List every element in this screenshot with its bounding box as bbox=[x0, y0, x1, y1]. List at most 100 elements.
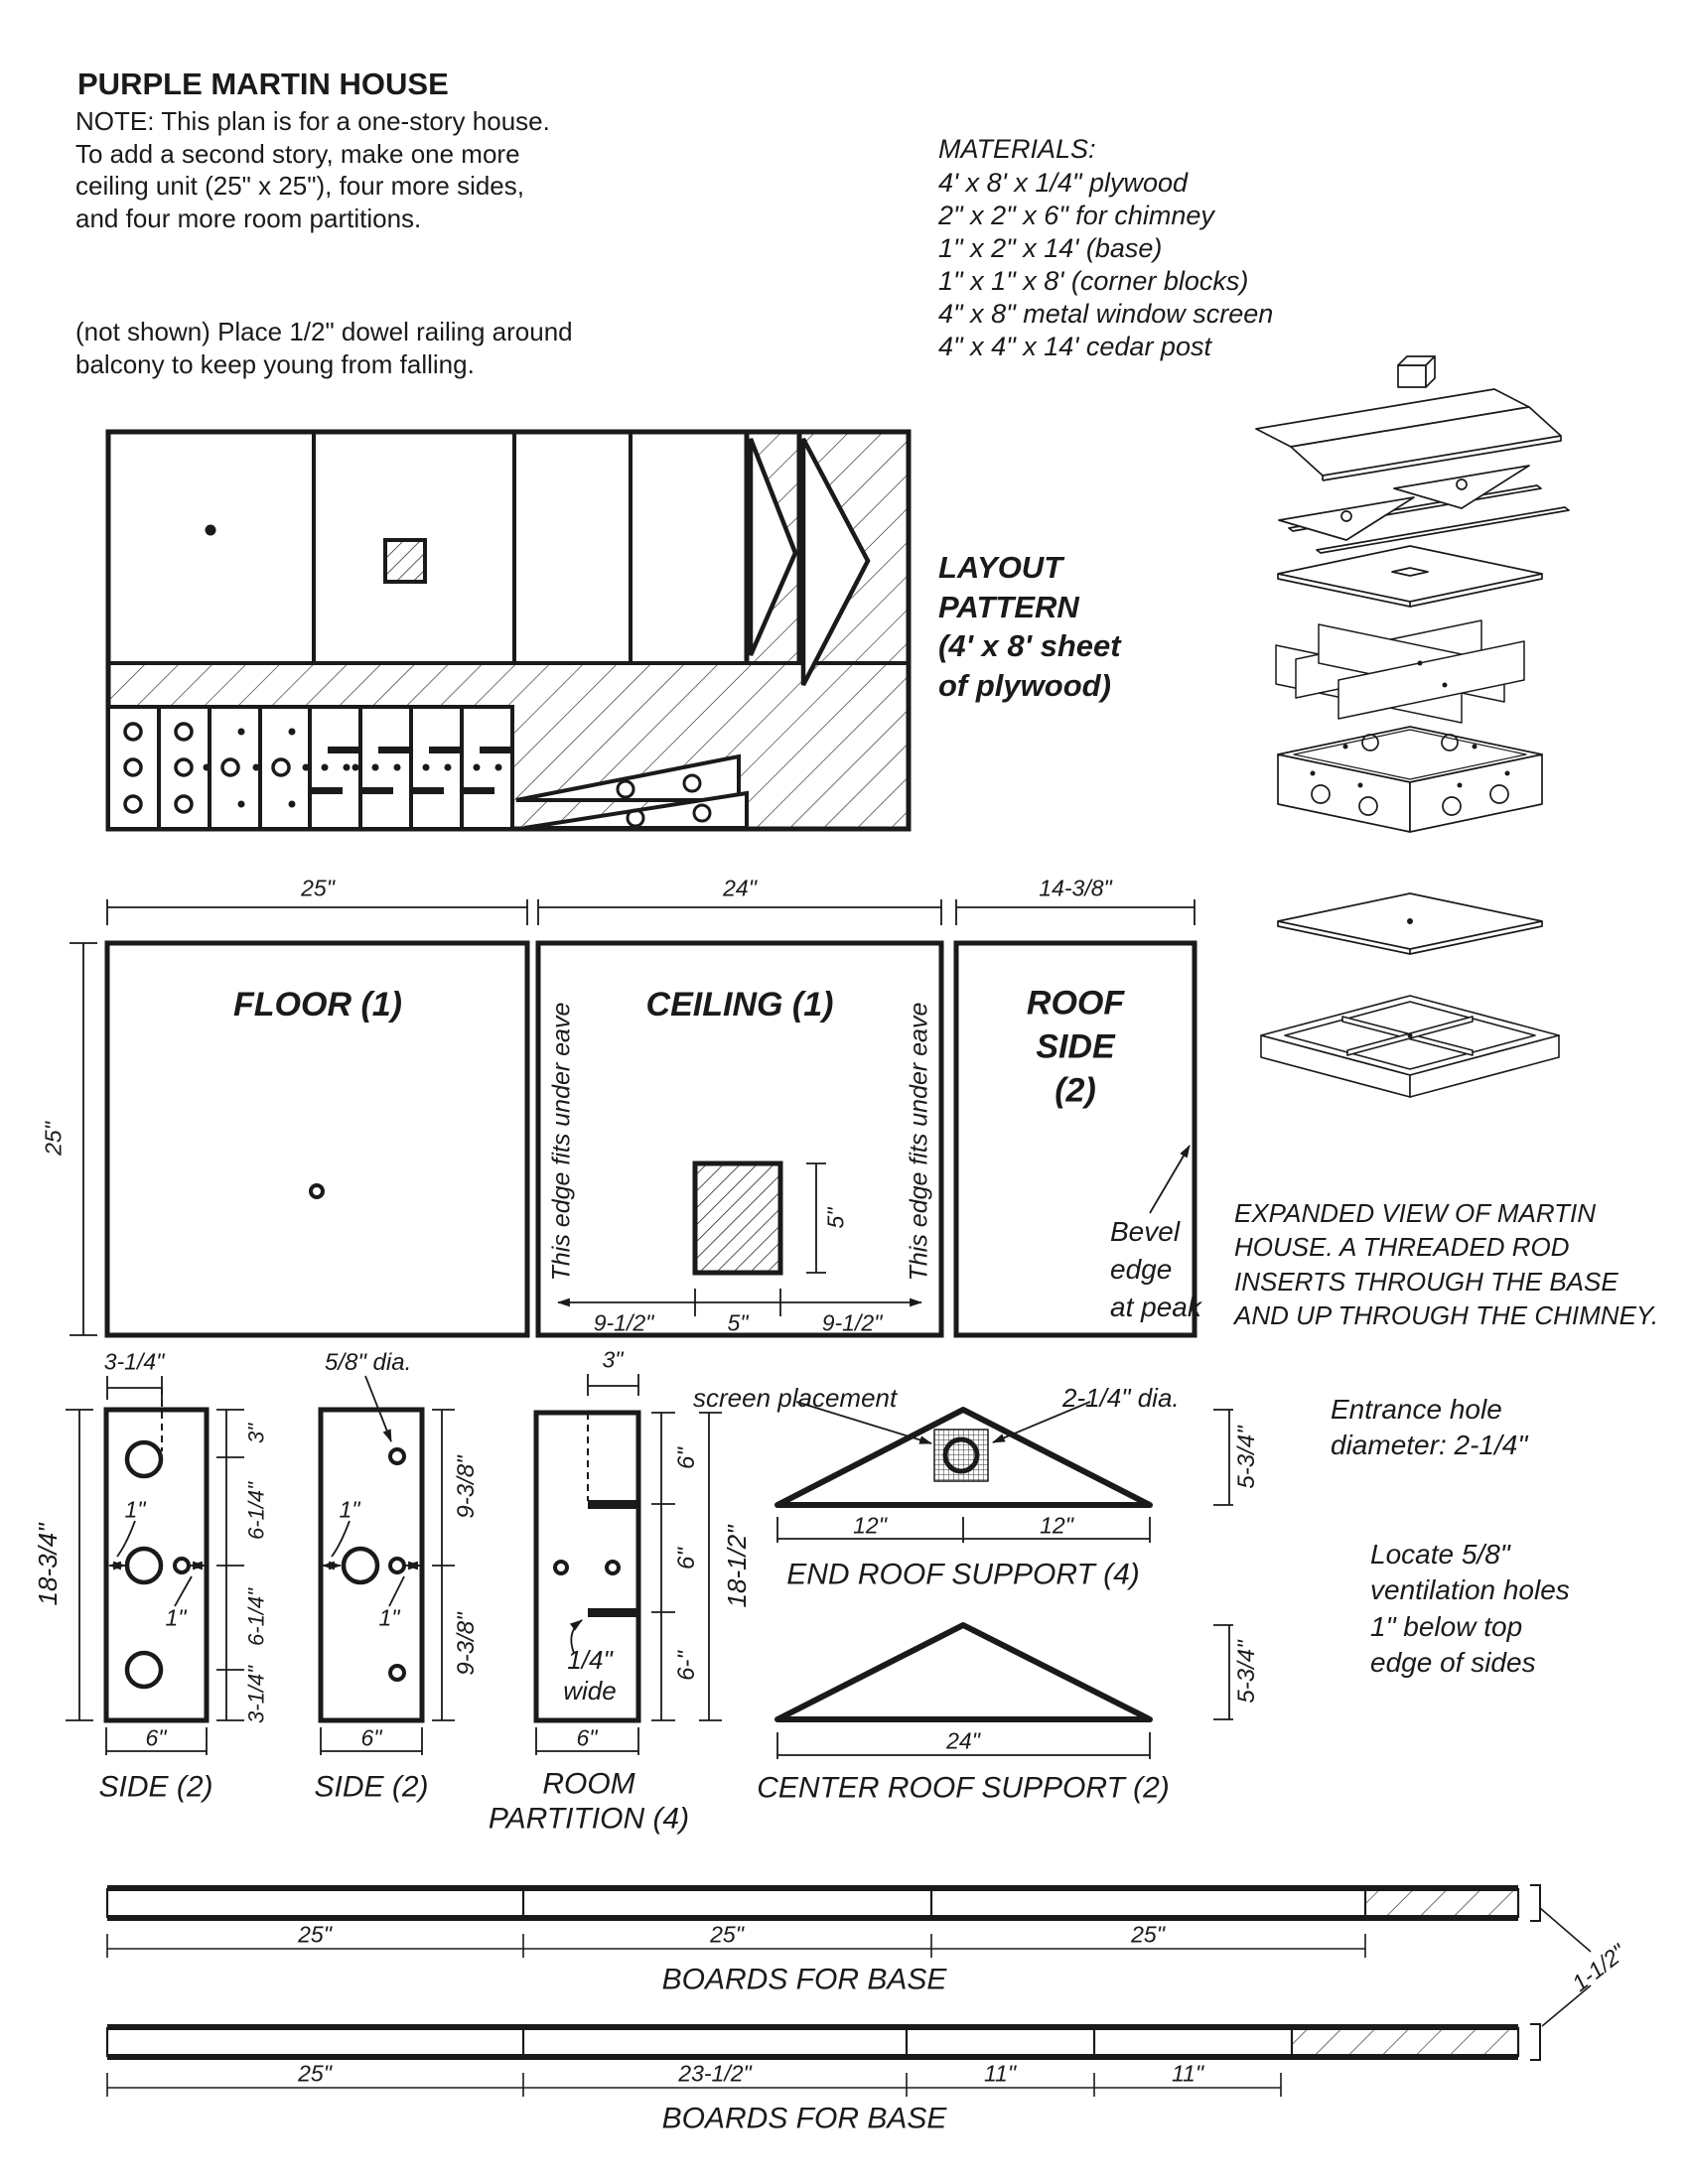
chimney-cutout bbox=[383, 538, 427, 584]
page-title: PURPLE MARTIN HOUSE bbox=[77, 67, 449, 101]
materials-item: 4' x 8' x 1/4" plywood bbox=[938, 168, 1189, 198]
partition-slot bbox=[588, 1608, 638, 1617]
side-b-hole-dim: 1" bbox=[339, 1496, 360, 1523]
side-a-seg-dim: 3-1/4" bbox=[243, 1666, 269, 1723]
center-support-label: CENTER ROOF SUPPORT (2) bbox=[757, 1771, 1170, 1805]
ceiling-edge-note-left: This edge fits under eave bbox=[547, 1002, 576, 1282]
partition-cross bbox=[1275, 619, 1525, 724]
side-a-label: SIDE (2) bbox=[98, 1770, 213, 1804]
side-b-dia-note: 5/8" dia. bbox=[325, 1349, 412, 1376]
sides-box bbox=[1277, 726, 1543, 833]
side-a-hole-dim: 1" bbox=[124, 1496, 146, 1523]
ceiling-dim-right: 9-1/2" bbox=[821, 1309, 883, 1336]
chimney-hole-dim: 5" bbox=[822, 1207, 849, 1229]
roof-supports-layer bbox=[1278, 465, 1570, 554]
partition-slot bbox=[588, 1500, 638, 1509]
partition-slot-note: 1/4" wide bbox=[563, 1644, 617, 1706]
side-a-seg-dim: 6-1/4" bbox=[243, 1588, 269, 1646]
nested-center-supports bbox=[515, 753, 749, 830]
center-roof-support-drawing bbox=[774, 1622, 1233, 1759]
end-support-height-dim: 5-3/4" bbox=[1233, 1426, 1260, 1489]
ceiling-label: CEILING (1) bbox=[645, 985, 834, 1024]
ceiling-panel-drawing bbox=[535, 899, 944, 1338]
side-a-seg-dim: 6-1/4" bbox=[243, 1482, 269, 1540]
side-a-bottom-dim: 6" bbox=[145, 1724, 167, 1751]
floor-width-dim: 25" bbox=[301, 875, 335, 901]
roof-side-label: ROOF SIDE (2) bbox=[1026, 984, 1125, 1111]
partition-seg-dim: 6-" bbox=[673, 1651, 700, 1681]
floor-panel-drawing bbox=[70, 899, 530, 1338]
nested-roof-support bbox=[748, 438, 798, 656]
entrance-dia-note: 2-1/4" dia. bbox=[1062, 1383, 1180, 1413]
side-a-hole-dim: 1" bbox=[165, 1604, 187, 1631]
expanded-view-caption: EXPANDED VIEW OF MARTIN HOUSE. A THREADE… bbox=[1234, 1198, 1659, 1330]
side-a-height-dim: 18-3/4" bbox=[32, 1523, 63, 1606]
roof-side-width-dim: 14-3/8" bbox=[1039, 875, 1112, 901]
side-b-seg-dim: 9-3/8" bbox=[453, 1612, 480, 1676]
side-b-bottom-dim: 6" bbox=[360, 1724, 382, 1751]
chimney-block bbox=[1397, 355, 1436, 388]
ceiling-layer bbox=[1277, 545, 1543, 608]
board-b-label: BOARDS FOR BASE bbox=[661, 2102, 947, 2135]
ceiling-edge-note-right: This edge fits under eave bbox=[905, 1002, 933, 1282]
end-roof-support-drawing bbox=[774, 1401, 1233, 1543]
side-a-top-dim: 3-1/4" bbox=[103, 1348, 165, 1375]
board-b-seg-dim: 25" bbox=[298, 2060, 332, 2087]
end-support-base-dim: 12" bbox=[853, 1512, 887, 1539]
side-b-seg-dim: 9-3/8" bbox=[453, 1455, 480, 1519]
roof-side-panel-drawing bbox=[953, 899, 1197, 1338]
materials-item: 4" x 8" metal window screen bbox=[938, 299, 1274, 329]
partition-drawing bbox=[533, 1374, 722, 1755]
side-b-drawing bbox=[318, 1375, 455, 1755]
screen-placement-note: screen placement bbox=[693, 1383, 898, 1413]
board-a-seg-dim: 25" bbox=[710, 1921, 744, 1948]
ventilation-note: Locate 5/8" ventilation holes 1" below t… bbox=[1370, 1539, 1570, 1679]
partition-top-dim: 3" bbox=[602, 1346, 624, 1373]
ceiling-dim-left: 9-1/2" bbox=[593, 1309, 654, 1336]
layout-pattern-label: LAYOUT PATTERN (4' x 8' sheet of plywood… bbox=[938, 550, 1121, 704]
center-support-height-dim: 5-3/4" bbox=[1233, 1640, 1260, 1704]
floor-label: FLOOR (1) bbox=[233, 985, 402, 1024]
partition-seg-dim: 6" bbox=[673, 1447, 700, 1469]
waste-hatch bbox=[108, 432, 909, 829]
floor-height-dim: 25" bbox=[40, 1122, 67, 1156]
roof-panel bbox=[1255, 388, 1562, 481]
side-a-drawing bbox=[66, 1376, 244, 1755]
materials-heading: MATERIALS: bbox=[938, 134, 1096, 164]
board-b-seg-dim: 11" bbox=[1171, 2060, 1204, 2087]
railing-note: (not shown) Place 1/2" dowel railing aro… bbox=[75, 317, 573, 379]
floor-layer bbox=[1277, 892, 1543, 955]
board-b-seg-dim: 23-1/2" bbox=[678, 2060, 752, 2087]
board-a-seg-dim: 25" bbox=[1131, 1921, 1165, 1948]
materials-item: 1" x 1" x 8' (corner blocks) bbox=[938, 266, 1249, 296]
nested-roof-support bbox=[800, 437, 871, 687]
board-b-seg-dim: 11" bbox=[983, 2060, 1017, 2087]
materials-item: 1" x 2" x 14' (base) bbox=[938, 233, 1163, 263]
side-b-label: SIDE (2) bbox=[314, 1770, 429, 1804]
board-a-label: BOARDS FOR BASE bbox=[661, 1963, 947, 1996]
expanded-view-drawing bbox=[1255, 355, 1570, 1098]
partition-seg-dim: 6" bbox=[673, 1548, 700, 1570]
entrance-note: Entrance hole diameter: 2-1/4" bbox=[1331, 1394, 1528, 1461]
partition-label: ROOM PARTITION (4) bbox=[488, 1767, 690, 1836]
side-b-hole-dim: 1" bbox=[378, 1604, 400, 1631]
side-a-seg-dim: 3" bbox=[243, 1423, 269, 1444]
materials-item: 4" x 4" x 14' cedar post bbox=[938, 332, 1211, 361]
ceiling-chimney-hole bbox=[692, 1160, 783, 1276]
board-a-seg-dim: 25" bbox=[298, 1921, 332, 1948]
base-frame bbox=[1260, 995, 1560, 1098]
end-support-base-dim: 12" bbox=[1040, 1512, 1073, 1539]
floor-center-hole bbox=[205, 524, 216, 536]
end-support-label: END ROOF SUPPORT (4) bbox=[786, 1558, 1140, 1591]
board-b-drawing bbox=[105, 1984, 1592, 2097]
layout-pattern-drawing bbox=[105, 429, 912, 832]
partition-bottom-dim: 6" bbox=[576, 1724, 598, 1751]
materials-item: 2" x 2" x 6" for chimney bbox=[938, 201, 1214, 230]
nested-side-panels bbox=[106, 705, 514, 831]
board-a-drawing bbox=[105, 1884, 1592, 1958]
bevel-note: Bevel edge at peak bbox=[1110, 1216, 1201, 1322]
center-support-base-dim: 24" bbox=[946, 1727, 980, 1754]
entrance-hole bbox=[942, 1436, 980, 1474]
